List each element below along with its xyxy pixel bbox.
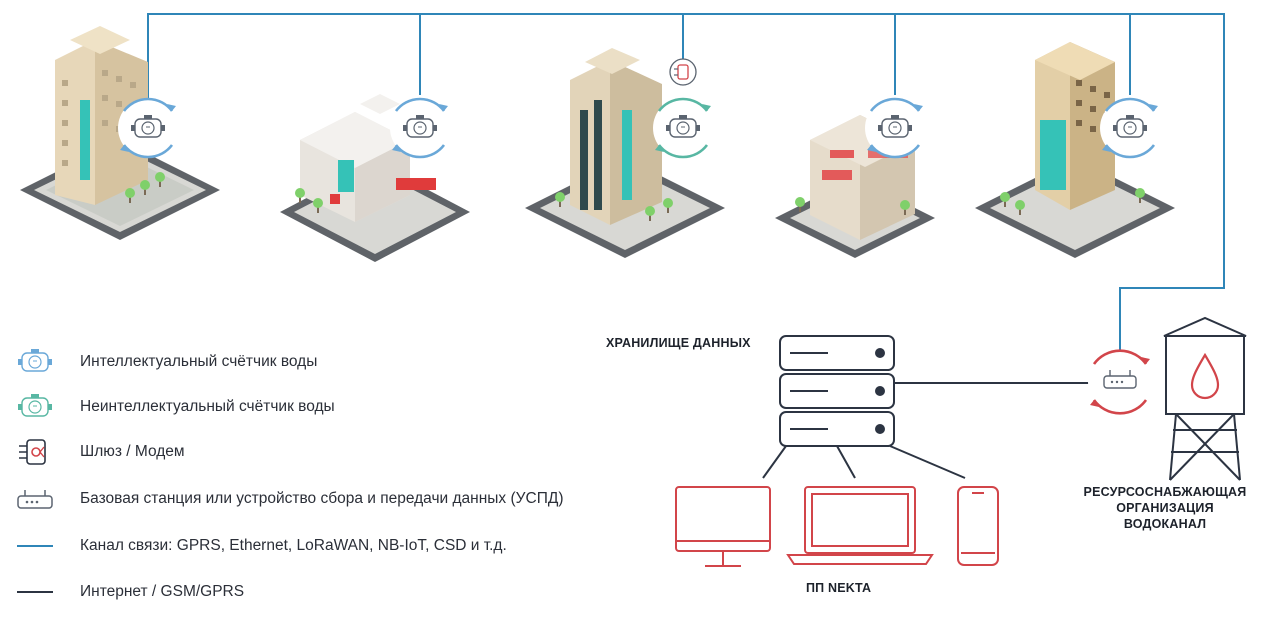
- legend-label: Базовая станция или устройство сбора и п…: [80, 490, 564, 507]
- gateway-modem-icon: [669, 58, 697, 86]
- legend-label: Интернет / GSM/GPRS: [80, 583, 245, 600]
- base-station-icon: [1103, 370, 1137, 389]
- smart-water-meter-icon: [14, 344, 56, 380]
- smart-meter-icon: [1100, 98, 1160, 158]
- org-label-line1: РЕСУРСОСНАБЖАЮЩАЯ: [1083, 485, 1247, 499]
- data-storage-server: [779, 335, 895, 447]
- software-label: ПП NEKTA: [806, 581, 872, 595]
- laptop: [786, 486, 934, 565]
- internet-line-icon: [14, 574, 56, 610]
- base-station-ring: [1088, 349, 1152, 415]
- legend-item-internet: Интернет / GSM/GPRS: [14, 574, 244, 610]
- org-label-line3: ВОДОКАНАЛ: [1123, 517, 1207, 531]
- legend-item-base-station: Базовая станция или устройство сбора и п…: [14, 481, 564, 517]
- smart-meter-icon: [390, 98, 450, 158]
- smartphone: [957, 486, 999, 566]
- legend-label: Канал связи: GPRS, Ethernet, LoRaWAN, NB…: [80, 537, 507, 554]
- hospital-building: [280, 94, 470, 262]
- channel-lines: [147, 13, 1225, 355]
- legend-item-smart-meter: Интеллектуальный счётчик воды: [14, 344, 317, 380]
- legend-item-nonsmart-meter: Неинтеллектуальный счётчик воды: [14, 389, 335, 425]
- internet-lines: [762, 382, 1090, 479]
- channel-line-icon: [14, 528, 56, 564]
- legend-label: Неинтеллектуальный счётчик воды: [80, 398, 335, 415]
- apartment-tower-building: [975, 42, 1175, 258]
- org-label: РЕСУРСОСНАБЖАЮЩАЯ ОРГАНИЗАЦИЯ ВОДОКАНАЛ: [1070, 484, 1260, 532]
- legend-item-gateway: Шлюз / Модем: [14, 434, 185, 470]
- desktop-monitor: [675, 486, 771, 567]
- water-tower: [1163, 316, 1247, 481]
- gateway-modem-icon: [14, 434, 56, 470]
- residential-tower-building: [20, 26, 220, 240]
- legend-label: Шлюз / Модем: [80, 443, 185, 460]
- legend-label: Интеллектуальный счётчик воды: [80, 353, 318, 370]
- factory-building: [775, 98, 935, 258]
- office-tower-building: [525, 48, 725, 258]
- nonsmart-water-meter-icon: [14, 389, 56, 425]
- smart-meter-icon: [865, 98, 925, 158]
- org-label-line2: ОРГАНИЗАЦИЯ: [1116, 501, 1214, 515]
- legend-item-channel: Канал связи: GPRS, Ethernet, LoRaWAN, NB…: [14, 528, 507, 564]
- storage-label: ХРАНИЛИЩЕ ДАННЫХ: [606, 336, 751, 350]
- base-station-icon: [14, 481, 56, 517]
- smart-meter-icon: [118, 98, 178, 158]
- nonsmart-meter-icon: [653, 98, 713, 158]
